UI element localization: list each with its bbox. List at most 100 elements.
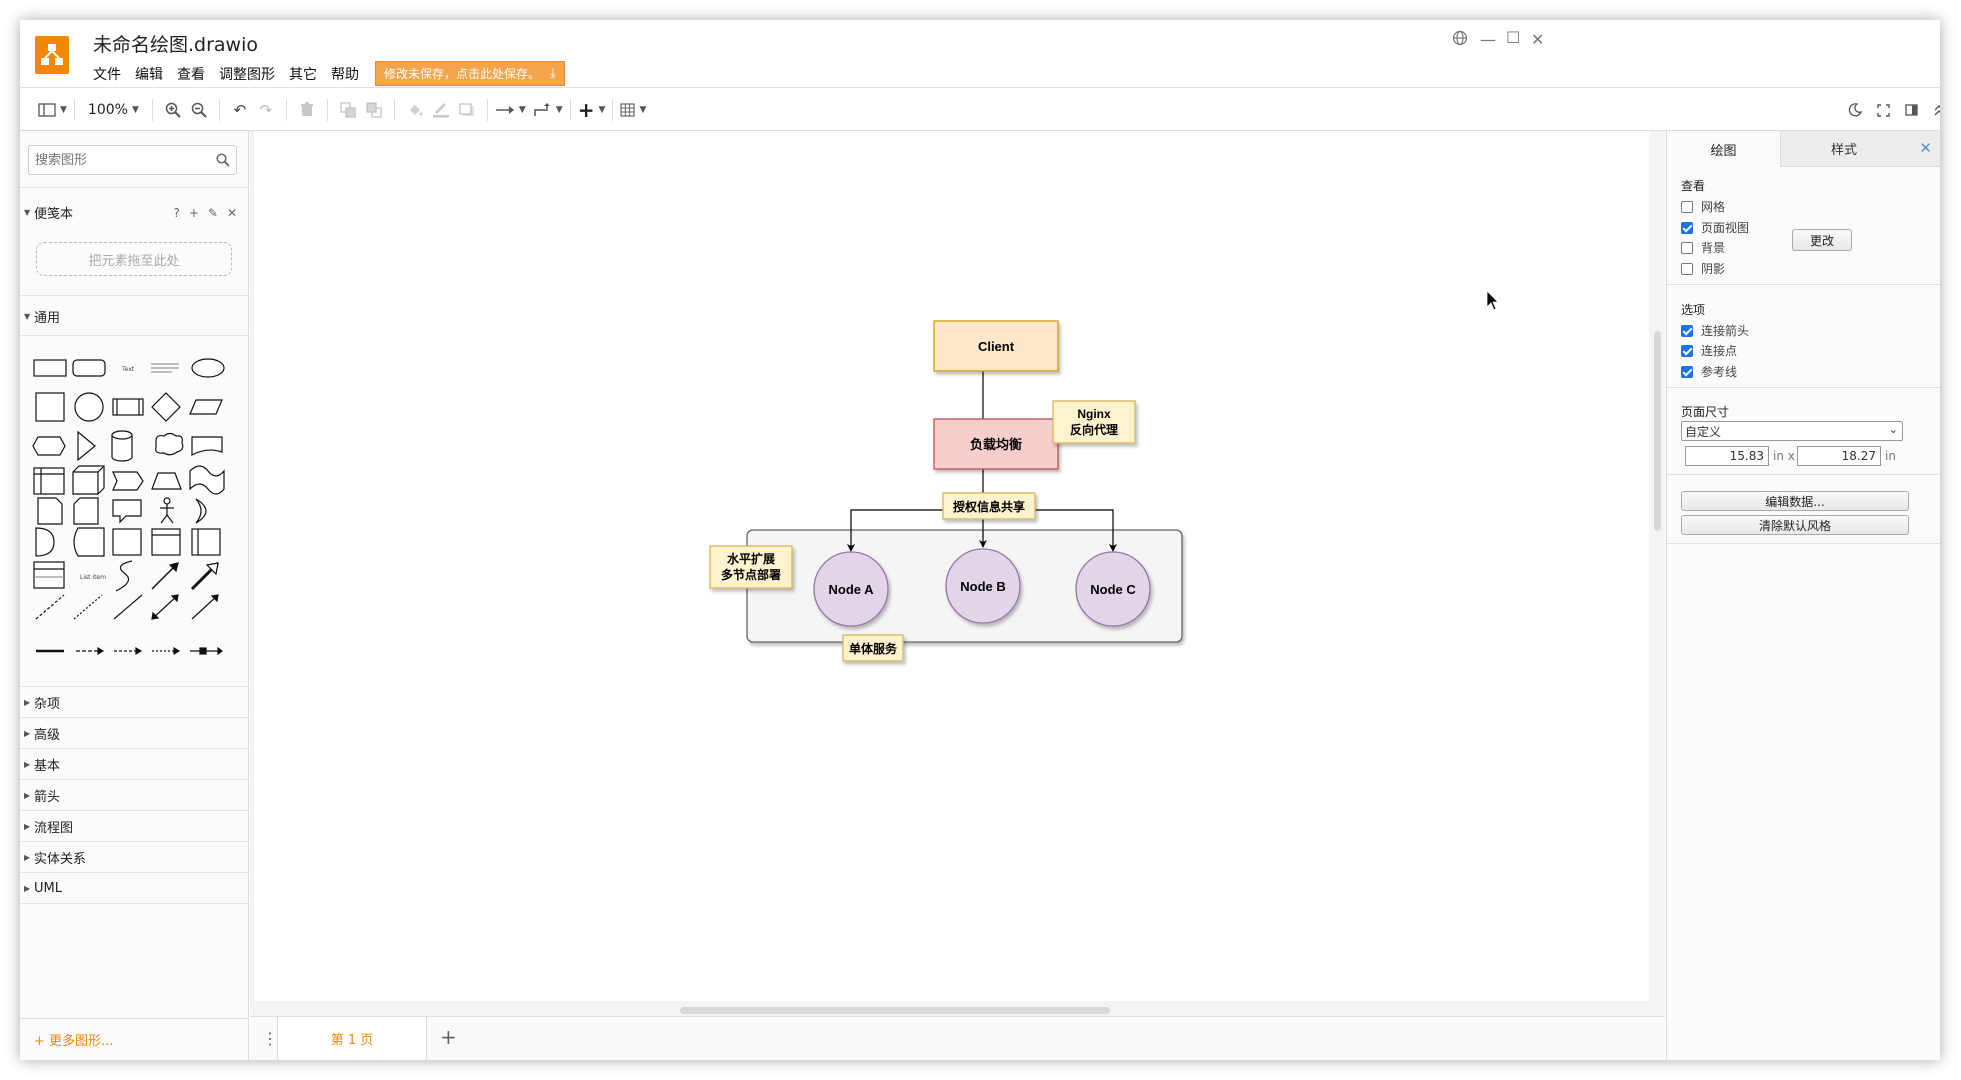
paint-bucket-icon xyxy=(409,104,423,116)
dark-mode-button[interactable] xyxy=(1842,97,1868,123)
node-b-shape[interactable] xyxy=(945,548,1021,624)
shape-search-input[interactable] xyxy=(29,146,199,174)
checkbox-box xyxy=(1681,344,1693,357)
zoom-dropdown[interactable]: 100% ▼ xyxy=(82,97,145,123)
checkbox-box xyxy=(1681,200,1693,213)
plus-icon: + xyxy=(577,97,595,122)
to-back-button[interactable] xyxy=(361,97,387,123)
menu-arrange[interactable]: 调整图形 xyxy=(219,66,275,83)
toolbar-divider xyxy=(73,98,75,121)
node-c-shape[interactable] xyxy=(1075,551,1151,627)
add-icon[interactable]: + xyxy=(188,206,199,220)
checkbox-label: 连接点 xyxy=(1701,344,1738,358)
toolbar-divider xyxy=(326,98,328,121)
add-page-icon[interactable]: + xyxy=(440,1025,457,1049)
fill-color-button[interactable] xyxy=(402,97,428,123)
table-button[interactable]: ▼ xyxy=(620,97,646,123)
section-label: 高级 xyxy=(34,727,61,743)
section-basic[interactable]: ▶基本 xyxy=(20,749,249,779)
toolbar: ▼ 100% ▼ ↶ ↷ xyxy=(20,89,1940,131)
close-panel-icon[interactable]: ✕ xyxy=(1919,139,1932,157)
section-entity-relation[interactable]: ▶实体关系 xyxy=(20,842,249,872)
unsaved-changes-button[interactable]: 修改未保存，点击此处保存。 ⤓ xyxy=(375,61,565,86)
collapse-button[interactable] xyxy=(1926,97,1940,123)
close-icon[interactable]: ✕ xyxy=(226,206,237,220)
section-flowchart[interactable]: ▶流程图 xyxy=(20,811,249,841)
section-arrows[interactable]: ▶箭头 xyxy=(20,780,249,810)
svg-text:Text: Text xyxy=(121,366,135,373)
menu-view[interactable]: 查看 xyxy=(177,66,205,83)
zoom-in-button[interactable] xyxy=(160,97,186,123)
grid-checkbox[interactable]: 网格 xyxy=(1681,198,1725,215)
vertical-scrollbar[interactable] xyxy=(1654,331,1661,531)
connection-style-button[interactable]: ▼ xyxy=(495,97,526,123)
edit-icon[interactable]: ✎ xyxy=(207,206,218,220)
insert-button[interactable]: + ▼ xyxy=(578,97,606,123)
section-uml[interactable]: ▶UML xyxy=(20,873,249,903)
background-checkbox[interactable]: 背景 xyxy=(1681,239,1725,256)
menu-help[interactable]: 帮助 xyxy=(331,66,359,83)
client-shape[interactable] xyxy=(933,320,1059,372)
page-tab-1[interactable]: 第 1 页 xyxy=(277,1017,427,1060)
scratchpad-header[interactable]: ▼ 便笺本 ? + ✎ ✕ xyxy=(20,197,249,227)
delete-button[interactable] xyxy=(294,97,320,123)
fullscreen-button[interactable] xyxy=(1870,97,1896,123)
line-color-button[interactable] xyxy=(428,97,454,123)
general-shapes-palette[interactable]: Text xyxy=(32,351,242,671)
edit-data-button[interactable]: 编辑数据... xyxy=(1681,491,1909,511)
page-height-input[interactable]: 18.27 xyxy=(1797,446,1881,466)
menu-extras[interactable]: 其它 xyxy=(289,66,317,83)
guides-checkbox[interactable]: 参考线 xyxy=(1681,363,1737,380)
unsaved-label: 修改未保存，点击此处保存。 xyxy=(384,67,541,81)
drawing-canvas[interactable]: Client 负载均衡 Nginx 反向代理 授权信息共享 水平扩展 多节点部署… xyxy=(250,131,1665,1016)
search-icon[interactable] xyxy=(216,152,230,171)
general-section-header[interactable]: ▼ 通用 xyxy=(20,301,249,331)
page-width-input[interactable]: 15.83 xyxy=(1685,446,1769,466)
single-service-note[interactable] xyxy=(842,634,904,662)
redo-button[interactable]: ↷ xyxy=(253,97,279,123)
checkbox-box xyxy=(1681,241,1693,254)
nginx-note[interactable] xyxy=(1052,400,1136,444)
maximize-icon[interactable]: ☐ xyxy=(1506,28,1521,47)
change-background-button[interactable]: 更改 xyxy=(1792,229,1852,251)
document-title[interactable]: 未命名绘图.drawio xyxy=(93,34,258,56)
load-balancer-shape[interactable] xyxy=(933,418,1059,470)
minimize-icon[interactable]: — xyxy=(1480,30,1496,49)
language-globe-icon[interactable] xyxy=(1452,30,1468,50)
page-view-checkbox[interactable]: 页面视图 xyxy=(1681,219,1749,236)
checkbox-label: 网格 xyxy=(1701,200,1726,214)
scale-out-note[interactable] xyxy=(709,545,793,589)
section-misc[interactable]: ▶杂项 xyxy=(20,687,249,717)
help-icon[interactable]: ? xyxy=(173,206,180,220)
download-icon: ⤓ xyxy=(550,66,556,81)
lb-to-node-a-connector[interactable] xyxy=(847,509,983,552)
zoom-out-button[interactable] xyxy=(186,97,212,123)
node-a-shape[interactable] xyxy=(813,551,889,627)
pages-menu-icon[interactable]: ⋮ xyxy=(262,1029,278,1048)
undo-button[interactable]: ↶ xyxy=(227,97,253,123)
menu-file[interactable]: 文件 xyxy=(93,66,121,83)
section-advanced[interactable]: ▶高级 xyxy=(20,718,249,748)
page-size-select[interactable]: 自定义 ⌄ xyxy=(1681,421,1903,441)
format-panel-toggle[interactable] xyxy=(1898,97,1924,123)
tab-style[interactable]: 样式 xyxy=(1781,131,1907,167)
close-window-icon[interactable]: ✕ xyxy=(1531,30,1545,49)
clear-default-style-button[interactable]: 清除默认风格 xyxy=(1681,515,1909,535)
to-front-button[interactable] xyxy=(335,97,361,123)
horizontal-scrollbar[interactable] xyxy=(680,1007,1110,1014)
checkbox-label: 阴影 xyxy=(1701,262,1726,276)
auth-share-note[interactable] xyxy=(942,492,1036,520)
shadow-button[interactable] xyxy=(454,97,480,123)
moon-icon xyxy=(1848,103,1862,117)
scratchpad-title: 便笺本 xyxy=(34,206,74,222)
waypoints-button[interactable]: ▼ xyxy=(534,97,563,123)
connection-arrows-checkbox[interactable]: 连接箭头 xyxy=(1681,322,1749,339)
panel-layout-button[interactable]: ▼ xyxy=(38,97,67,123)
tab-diagram[interactable]: 绘图 xyxy=(1667,131,1781,167)
shadow-checkbox[interactable]: 阴影 xyxy=(1681,260,1725,277)
scratchpad-dropzone[interactable]: 把元素拖至此处 xyxy=(36,242,232,276)
menu-edit[interactable]: 编辑 xyxy=(135,66,163,83)
connection-points-checkbox[interactable]: 连接点 xyxy=(1681,342,1737,359)
more-shapes-button[interactable]: + 更多图形... xyxy=(20,1018,249,1060)
options-section-title: 选项 xyxy=(1681,303,1706,317)
